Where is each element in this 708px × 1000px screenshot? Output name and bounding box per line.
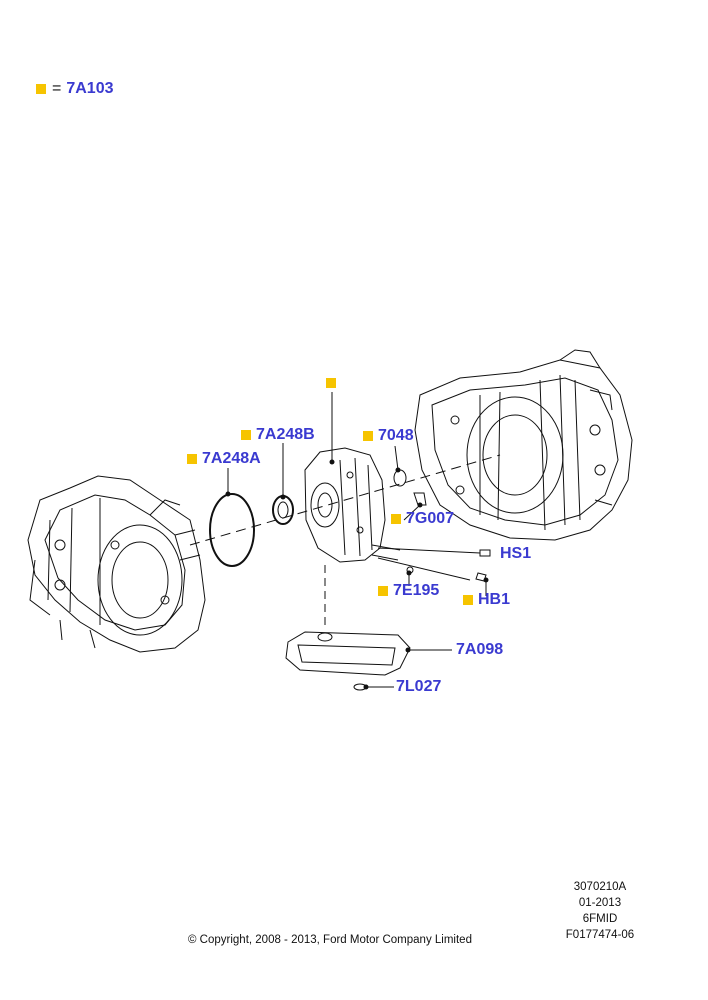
bracket-7g007 [413,492,427,506]
marker-square-icon [241,430,251,440]
callout-label: 7A098 [456,641,504,658]
callout-top-marker [326,378,341,388]
o-ring-7a248a [209,493,255,567]
callout-7a248a: 7A248A [187,450,261,468]
marker-square-icon [391,514,401,524]
callout-hs1: HS1 [500,545,531,563]
callout-7a098: 7A098 [456,641,503,659]
copyright-notice: © Copyright, 2008 - 2013, Ford Motor Com… [188,934,472,946]
marker-square-icon [36,84,46,94]
seal-7048 [393,469,407,487]
drawing-ref: F0177474-06 [565,929,635,941]
seal-7a248b [272,495,294,525]
marker-square-icon [187,454,197,464]
callout-7048: 7048 [363,427,414,445]
callout-hb1: HB1 [463,591,510,609]
right-transmission-case [414,349,633,541]
legend: = 7A103 [36,80,114,98]
drawing-model: 6FMID [582,913,618,925]
callout-label: 7A248A [202,450,261,467]
oil-pump-assembly [304,447,401,563]
callout-label: HS1 [500,545,532,562]
callout-label: 7A248B [256,426,315,443]
legend-equals: = [52,80,62,97]
callout-label: 7L027 [396,678,442,695]
marker-square-icon [326,378,336,388]
bolt-hs1 [479,549,491,557]
guide-hs1 [377,547,481,554]
legend-part-number: 7A103 [66,80,114,97]
leader-lines [227,392,487,688]
marker-square-icon [378,586,388,596]
callout-7g007: 7G007 [391,510,454,528]
callout-7l027: 7L027 [396,678,441,696]
marker-square-icon [463,595,473,605]
marker-square-icon [363,431,373,441]
leader-dots [225,459,489,690]
filter-7a098 [285,631,411,676]
drawing-metadata: 3070210A 01-2013 6FMID F0177474-06 [555,879,645,943]
callout-label: 7E195 [393,582,440,599]
drawing-code: 3070210A [573,881,627,893]
callout-7a248b: 7A248B [241,426,315,444]
left-housing [27,475,206,653]
drawing-date: 01-2013 [578,897,622,909]
callout-7e195: 7E195 [378,582,439,600]
callout-label: 7G007 [406,510,455,527]
callout-label: HB1 [478,591,511,608]
callout-label: 7048 [378,427,414,444]
guide-hb1 [377,557,471,581]
